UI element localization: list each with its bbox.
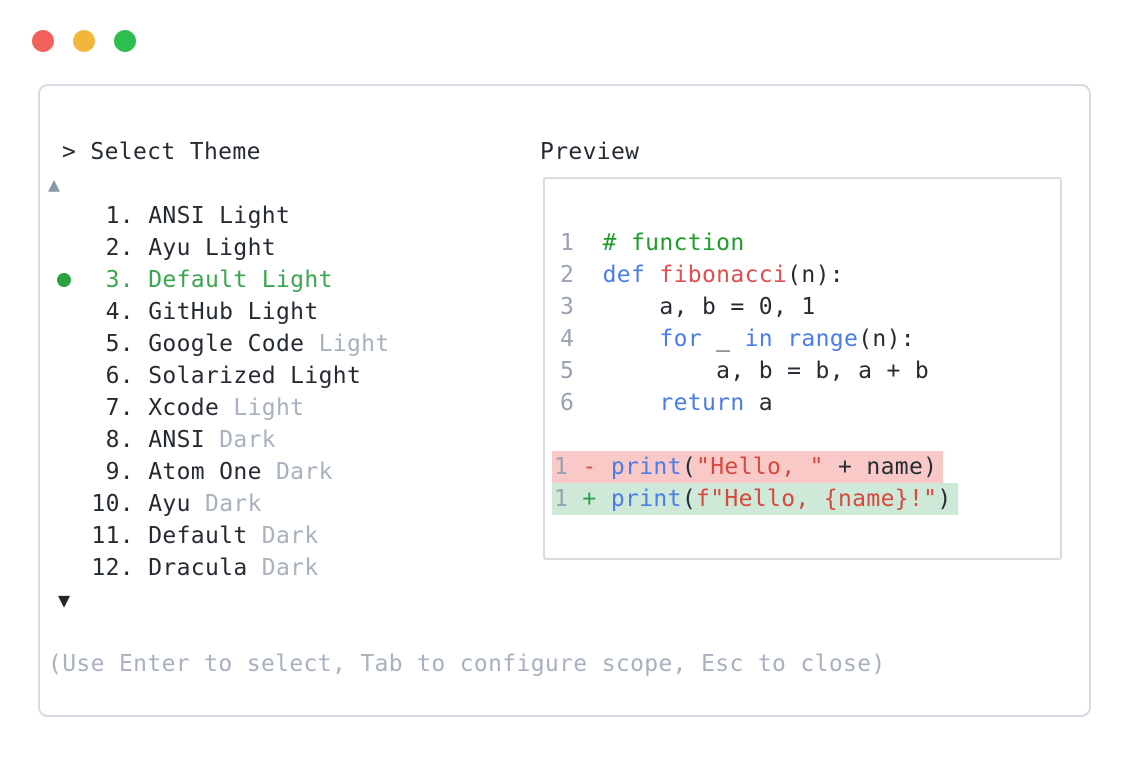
- footer-hint: (Use Enter to select, Tab to configure s…: [48, 651, 886, 677]
- line-number: 1: [560, 230, 603, 256]
- theme-item-variant-suffix: Light: [219, 395, 305, 421]
- line-number: 6: [560, 390, 603, 416]
- theme-item-number: 7.: [105, 395, 134, 421]
- theme-item-variant-suffix: Dark: [190, 491, 262, 517]
- code-line-6: 6 return a: [560, 390, 773, 416]
- theme-item-4[interactable]: 4. GitHub Light: [48, 296, 390, 328]
- theme-item-variant-suffix: Dark: [205, 427, 276, 453]
- theme-item-10[interactable]: 10. Ayu Dark: [48, 488, 390, 520]
- theme-item-number: 5.: [105, 331, 134, 357]
- minimize-button[interactable]: [73, 30, 95, 52]
- line-number: 4: [560, 326, 603, 352]
- code-line-1: 1 # function: [560, 230, 745, 256]
- close-button[interactable]: [32, 30, 54, 52]
- diff-plus-sign: +: [582, 486, 611, 512]
- theme-item-name: Google Code: [134, 331, 305, 357]
- select-theme-prompt: > Select Theme: [62, 139, 261, 165]
- theme-item-number: 6.: [105, 363, 134, 389]
- diff-removed-line: 1 - print("Hello, " + name): [552, 451, 1060, 483]
- preview-code: 1 # function 2 def fibonacci(n): 3 a, b = …: [552, 227, 1060, 515]
- theme-item-number: 2.: [105, 235, 134, 261]
- theme-item-name: GitHub Light: [134, 299, 319, 325]
- theme-item-variant-suffix: Dark: [247, 523, 319, 549]
- selected-indicator-dot-icon: [57, 273, 71, 287]
- theme-item-name: Atom One: [134, 459, 262, 485]
- theme-item-name: Dracula: [134, 555, 248, 581]
- code-line-5: 5 a, b = b, a + b: [560, 358, 930, 384]
- line-number: 2: [560, 262, 603, 288]
- scroll-down-icon[interactable]: ▼: [58, 588, 71, 612]
- theme-item-name: Ayu: [134, 491, 191, 517]
- theme-item-1[interactable]: 1. ANSI Light: [48, 200, 390, 232]
- theme-item-number: 4.: [105, 299, 134, 325]
- preview-label: Preview: [540, 139, 640, 165]
- theme-item-name: Xcode: [134, 395, 220, 421]
- theme-item-2[interactable]: 2. Ayu Light: [48, 232, 390, 264]
- theme-item-8[interactable]: 8. ANSI Dark: [48, 424, 390, 456]
- diff-minus-sign: -: [582, 454, 611, 480]
- theme-item-variant-suffix: Light: [304, 331, 390, 357]
- theme-item-name: Default: [134, 523, 248, 549]
- scroll-up-icon[interactable]: ▲: [48, 172, 61, 196]
- window-controls: [32, 30, 136, 52]
- theme-item-name: ANSI: [134, 427, 205, 453]
- theme-item-3[interactable]: 3. Default Light: [48, 264, 390, 296]
- theme-item-12[interactable]: 12. Dracula Dark: [48, 552, 390, 584]
- theme-item-name: ANSI Light: [134, 203, 291, 229]
- code-line-3: 3 a, b = 0, 1: [560, 294, 816, 320]
- theme-item-number: 12.: [91, 555, 134, 581]
- theme-item-11[interactable]: 11. Default Dark: [48, 520, 390, 552]
- line-number: 3: [560, 294, 603, 320]
- theme-item-name: Default Light: [134, 267, 333, 293]
- theme-item-number: 8.: [105, 427, 134, 453]
- line-number: 5: [560, 358, 603, 384]
- preview-pane: 1 # function 2 def fibonacci(n): 3 a, b = …: [543, 177, 1062, 560]
- line-number: 1: [554, 454, 583, 480]
- maximize-button[interactable]: [114, 30, 136, 52]
- theme-item-7[interactable]: 7. Xcode Light: [48, 392, 390, 424]
- theme-item-number: 1.: [105, 203, 134, 229]
- code-line-2: 2 def fibonacci(n):: [560, 262, 844, 288]
- theme-item-number: 10.: [91, 491, 134, 517]
- theme-item-number: 9.: [105, 459, 134, 485]
- theme-item-variant-suffix: Dark: [247, 555, 319, 581]
- theme-item-name: Solarized Light: [134, 363, 362, 389]
- theme-item-5[interactable]: 5. Google Code Light: [48, 328, 390, 360]
- code-line-4: 4 for _ in range(n):: [560, 326, 915, 352]
- code-line-blank: [560, 419, 1060, 451]
- theme-item-number: 3.: [105, 267, 134, 293]
- theme-item-variant-suffix: Dark: [261, 459, 333, 485]
- diff-added-line: 1 + print(f"Hello, {name}!"): [552, 483, 1060, 515]
- line-number: 1: [554, 486, 583, 512]
- theme-item-number: 11.: [91, 523, 134, 549]
- theme-item-name: Ayu Light: [134, 235, 276, 261]
- theme-item-6[interactable]: 6. Solarized Light: [48, 360, 390, 392]
- theme-item-9[interactable]: 9. Atom One Dark: [48, 456, 390, 488]
